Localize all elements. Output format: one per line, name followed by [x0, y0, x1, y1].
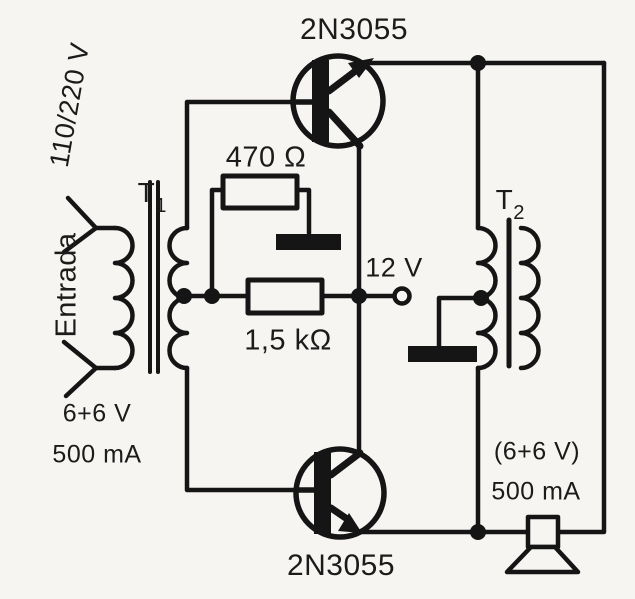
emitter-arrow-icon: [338, 513, 362, 533]
input-terminal-bottom-icon: [61, 339, 99, 399]
t2-label: T2: [495, 184, 525, 225]
supply-terminal-icon: [392, 286, 412, 306]
q2-label: 2N3055: [286, 549, 396, 582]
transformer-t1-icon: [93, 180, 190, 374]
t2-current-label: 500 mA: [491, 477, 581, 506]
supply-label: 12 V: [365, 252, 423, 283]
q1-label: 2N3055: [299, 13, 409, 46]
t1-secondary-voltage-label: 6+6 V: [62, 399, 132, 428]
ground-r1-icon: [276, 234, 341, 250]
r2-label: 1,5 kΩ: [244, 324, 332, 357]
r1-label: 470 Ω: [225, 141, 307, 174]
t1-label: T1: [137, 177, 167, 218]
input-label: Entrada: [50, 232, 83, 338]
speaker-icon: [504, 514, 581, 575]
emitter-arrow-icon: [348, 58, 374, 78]
resistor-r2-icon: [245, 277, 325, 316]
t1-secondary-current-label: 500 mA: [52, 440, 142, 469]
resistor-r1-icon: [220, 173, 300, 211]
transistor-q2-icon: [293, 446, 387, 540]
t2-voltage-label: (6+6 V): [493, 437, 581, 466]
input-terminal-top-icon: [61, 195, 99, 255]
junction-dots: [176, 55, 489, 540]
ground-t2-icon: [408, 346, 477, 362]
transistor-q1-icon: [290, 53, 386, 150]
